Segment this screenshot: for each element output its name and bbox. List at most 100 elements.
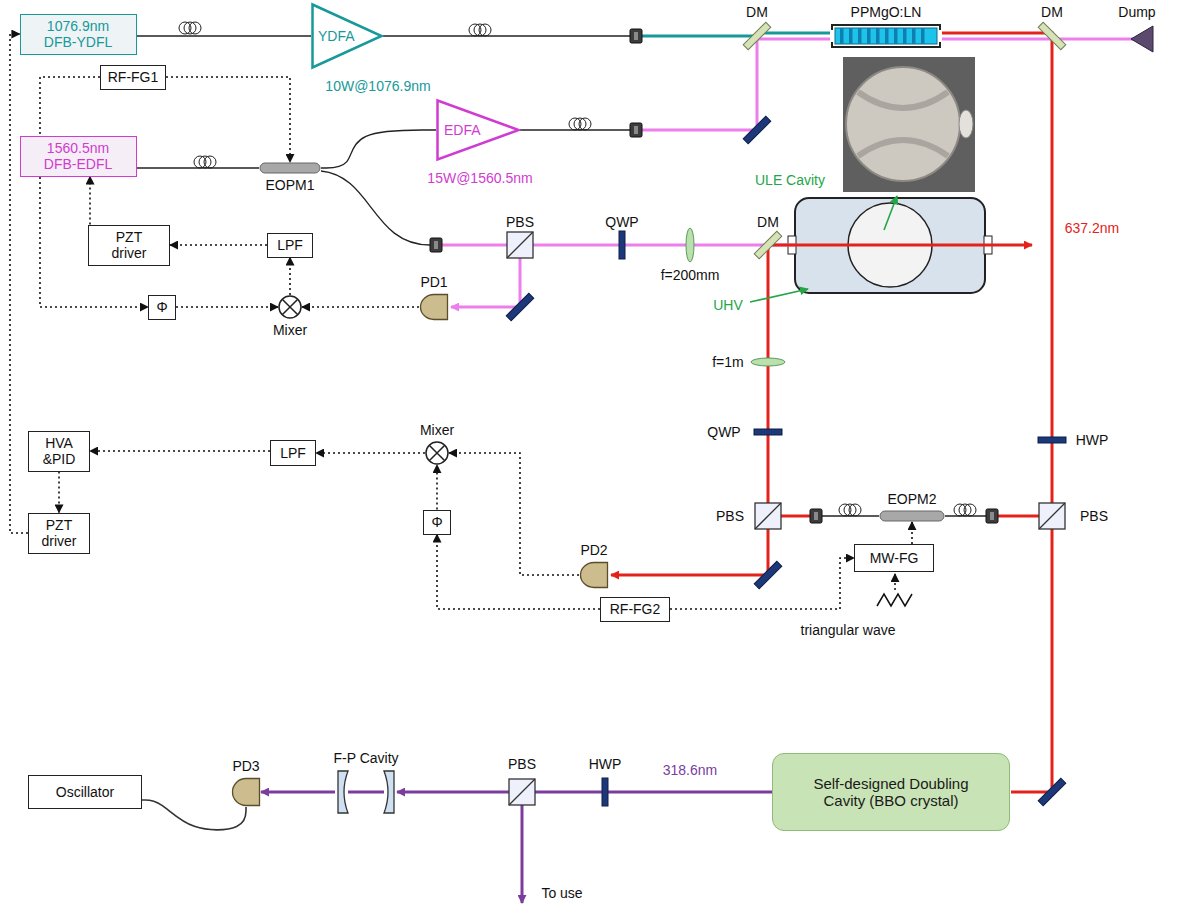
waveplate — [1038, 437, 1066, 443]
laser-beam — [521, 805, 524, 903]
fiber-coil — [204, 156, 216, 168]
crystal-holder — [832, 25, 940, 47]
laser-box: 1076.9nm DFB-YDFL — [20, 14, 137, 55]
part-label: PBS — [508, 756, 536, 772]
mirror — [506, 293, 534, 321]
fiber-coil — [189, 22, 201, 34]
node-text: Φ — [156, 299, 167, 315]
part-label: 10W@1076.9nm — [325, 78, 430, 94]
node-text: Mixer — [273, 322, 307, 338]
laser-beam — [998, 515, 1039, 518]
fiber-collimator — [810, 509, 822, 523]
part-label: 318.6nm — [663, 762, 717, 778]
part-label: HWP — [589, 756, 622, 772]
filter-box: LPF — [267, 233, 313, 258]
optical-fiber — [321, 130, 436, 168]
collimator-lens — [434, 241, 438, 249]
node-text: EOPM1 — [265, 177, 314, 193]
laser-beam — [757, 38, 830, 41]
signal-line — [894, 574, 896, 590]
collimator-lens — [990, 512, 994, 520]
fiber-coil — [579, 118, 591, 130]
lens — [751, 358, 785, 366]
pbs-diagonal — [1039, 503, 1065, 529]
part-label: DM — [1041, 4, 1063, 20]
collimator-lens — [814, 512, 818, 520]
pbs-diagonal — [509, 779, 535, 805]
part-label: PBS — [1080, 508, 1108, 524]
beam-dump — [1131, 26, 1153, 52]
optical-fiber — [321, 171, 430, 245]
part-label: PBS — [716, 508, 744, 524]
node-text: PD3 — [232, 758, 259, 774]
servo-box: HVA &PID — [28, 431, 90, 472]
dichroic-mirror — [743, 22, 771, 50]
poling-domain — [840, 28, 844, 44]
cavity-mirror — [338, 771, 348, 813]
node-text: LPF — [280, 445, 306, 461]
laser-beam — [768, 245, 1032, 516]
fiber-coil — [844, 504, 856, 516]
mixer-symbol: Mixer — [425, 441, 449, 465]
fiber-coil — [959, 504, 971, 516]
photodiode-body — [421, 295, 448, 320]
crystal-shape — [830, 23, 942, 49]
laser-beam — [451, 258, 520, 307]
poling-domain — [921, 28, 925, 44]
node-text: RF-FG1 — [108, 69, 159, 85]
laser-beam — [441, 244, 795, 247]
poling-domain — [894, 28, 898, 44]
pbs-diagonal — [755, 503, 781, 529]
photodiode: PD1 — [419, 293, 449, 321]
photodiode-shape — [231, 777, 261, 807]
mixer-cross — [429, 445, 445, 461]
phase-modulator-shape — [879, 510, 945, 522]
laser-beam — [757, 32, 830, 35]
node-text: RF-FG2 — [610, 601, 661, 617]
phase-modulator-shape — [259, 162, 321, 174]
part-label: triangular wave — [801, 622, 896, 638]
part-label: DM — [757, 214, 779, 230]
pointer-arrow — [884, 196, 897, 230]
photodiode: PD2 — [579, 561, 609, 589]
phase-modulator: EOPM1 — [259, 162, 321, 174]
part-label: UHV — [713, 297, 743, 313]
fp-cavity: F-P Cavity — [335, 769, 397, 815]
laser-beam — [642, 39, 757, 130]
node-text: Oscillator — [56, 784, 114, 800]
phase-shifter-box: Φ — [148, 295, 176, 320]
pointer-arrow — [750, 289, 808, 302]
poling-domain — [858, 28, 862, 44]
optical-fiber — [383, 35, 630, 36]
node-text: HVA &PID — [39, 435, 79, 467]
signal-line — [89, 177, 91, 225]
part-label: To use — [541, 885, 582, 901]
node-text: LPF — [277, 237, 303, 253]
amplifier-outline — [438, 101, 519, 160]
pbs-cube — [1039, 503, 1065, 529]
fiber-coil — [574, 118, 586, 130]
waveplate — [754, 429, 782, 435]
part-label: f=1m — [712, 354, 744, 370]
laser-box: 1560.5nm DFB-EDFL — [20, 136, 137, 177]
uv-beam — [397, 791, 772, 794]
phase-shifter-box: Φ — [423, 510, 451, 535]
part-label: HWP — [1076, 432, 1109, 448]
photodiode-shape — [419, 293, 449, 321]
mirror — [754, 561, 782, 589]
fiber-coil — [474, 24, 486, 36]
signal-line — [40, 77, 148, 307]
signal-line — [289, 258, 291, 296]
photodiode-shape — [579, 561, 609, 589]
mixer-symbol-shape — [425, 441, 449, 465]
node-text: PZT driver — [36, 517, 82, 549]
photodiode-body — [233, 779, 260, 806]
collimator-lens — [634, 126, 638, 134]
node-text: PD2 — [580, 542, 607, 558]
signal-line — [437, 535, 600, 610]
optical-layout — [179, 22, 1153, 903]
part-label: f=200mm — [661, 267, 720, 283]
node-text: PZT driver — [106, 229, 152, 261]
pzt-driver-box: PZT driver — [28, 513, 90, 554]
